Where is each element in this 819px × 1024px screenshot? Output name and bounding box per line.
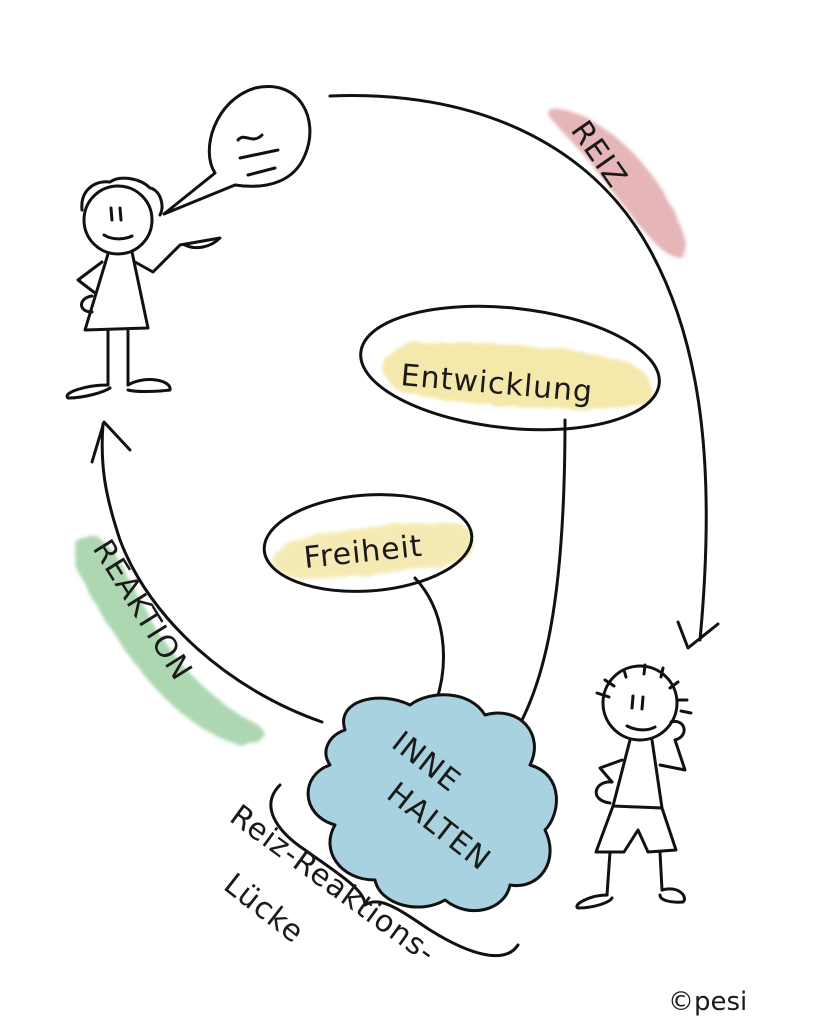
freiheit-bubble: [262, 493, 474, 593]
speech-bubble-icon: [162, 85, 312, 216]
entwicklung-highlight: [383, 342, 652, 410]
signature: ©pesi: [668, 987, 747, 1017]
reaktion-arrow: [100, 422, 324, 724]
reaktion-highlight: [74, 535, 263, 746]
reiz-arrowhead-icon: [676, 620, 720, 650]
reaktion-arrowhead-icon: [90, 420, 132, 464]
reiz-arrow: [328, 94, 708, 642]
reiz-highlight: [549, 109, 687, 259]
speaker-figure: [65, 176, 222, 400]
gap-brace: [269, 783, 520, 958]
freiheit-connector: [413, 576, 445, 704]
inne-halten-cloud: [306, 693, 558, 913]
entwicklung-bubble: [359, 304, 661, 432]
entwicklung-connector: [506, 418, 567, 746]
freiheit-highlight: [273, 523, 473, 579]
listener-figure: [575, 663, 693, 910]
